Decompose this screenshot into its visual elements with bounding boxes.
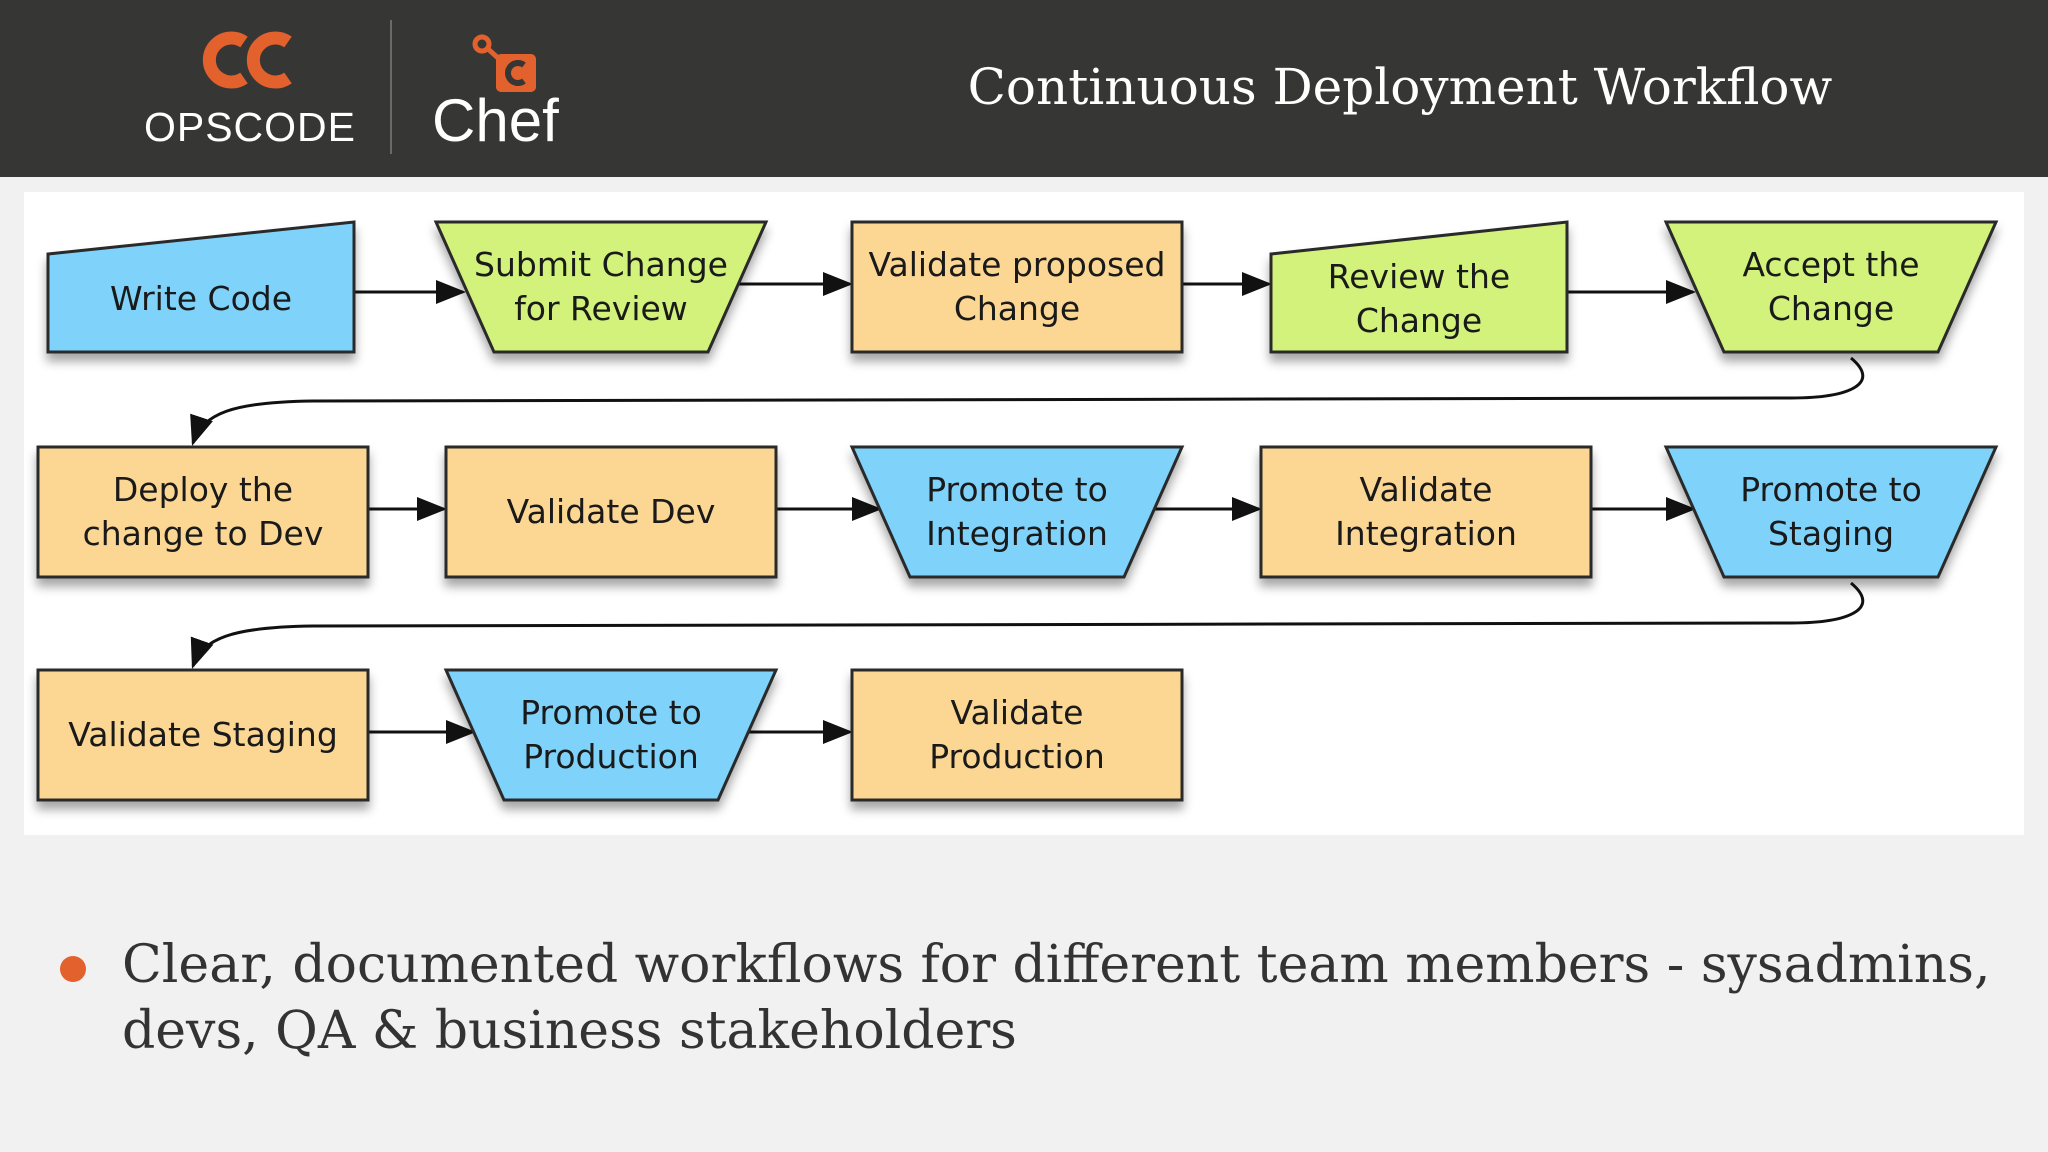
workflow-node-label: Promote to	[520, 693, 702, 732]
workflow-node-label: Write Code	[110, 279, 292, 318]
workflow-node-shape	[1259, 445, 1593, 579]
workflow-node-shape	[1663, 220, 1999, 354]
header-divider	[390, 20, 392, 154]
workflow-node: Validate Staging	[36, 668, 370, 802]
workflow-node-label: Integration	[1335, 514, 1517, 553]
workflow-node: Promote to Production	[443, 668, 779, 802]
opscode-logo-text: OPSCODE	[143, 104, 357, 150]
workflow-node-label: Validate	[951, 693, 1084, 732]
workflow-node-label: Review the	[1328, 257, 1510, 296]
bullet-dot-icon	[60, 956, 86, 982]
workflow-node: Promote to Integration	[849, 445, 1185, 579]
workflow-node-label: Validate Dev	[507, 492, 716, 531]
workflow-node-label: Validate proposed	[868, 245, 1165, 284]
workflow-node-label: change to Dev	[83, 514, 324, 553]
workflow-node-label: Change	[1356, 301, 1482, 340]
workflow-node-label: Submit Change	[474, 245, 728, 284]
workflow-node: Submit Change for Review	[433, 220, 769, 354]
workflow-node-shape	[443, 668, 779, 802]
workflow-node-label: Integration	[926, 514, 1108, 553]
chef-mark-icon	[472, 34, 536, 92]
workflow-node: Write Code	[46, 220, 356, 354]
bullet-item: Clear, documented workflows for differen…	[122, 935, 1991, 1061]
workflow-arrow	[190, 356, 1865, 446]
workflow-node-shape	[850, 668, 1184, 802]
workflow-node-label: Staging	[1768, 514, 1894, 553]
chef-logo-text: Chef	[432, 87, 559, 154]
workflow-node-shape	[444, 445, 778, 579]
workflow-node-label: Promote to	[1740, 470, 1922, 509]
opscode-logo: OPSCODE	[140, 28, 360, 152]
workflow-node-shape	[433, 220, 769, 354]
workflow-node: Validate Dev	[444, 445, 778, 579]
workflow-node: Promote to Staging	[1663, 445, 1999, 579]
opscode-mark-icon	[202, 31, 292, 89]
workflow-node-shape	[850, 220, 1184, 354]
workflow-node-label: for Review	[514, 289, 688, 328]
slide-title: Continuous Deployment Workflow	[967, 58, 1833, 116]
chef-logo: Chef	[428, 28, 598, 154]
workflow-node-label: Production	[523, 737, 699, 776]
workflow-node-label: Accept the	[1742, 245, 1919, 284]
workflow-node-label: Production	[929, 737, 1105, 776]
slide-header: OPSCODE Chef Continuous Deployment Workf…	[0, 0, 2048, 177]
workflow-node-shape	[1269, 220, 1569, 354]
workflow-node-shape	[46, 220, 356, 354]
workflow-node-label: Validate	[1360, 470, 1493, 509]
workflow-node-label: Change	[1768, 289, 1894, 328]
workflow-node-shape	[1663, 445, 1999, 579]
workflow-arrow	[190, 581, 1865, 669]
workflow-node-label: Validate Staging	[68, 715, 338, 754]
workflow-node-label: Promote to	[926, 470, 1108, 509]
workflow-node-shape	[849, 445, 1185, 579]
workflow-node: Deploy the change to Dev	[36, 445, 370, 579]
workflow-node-label: Change	[954, 289, 1080, 328]
workflow-node-label: Deploy the	[113, 470, 293, 509]
workflow-node-shape	[36, 445, 370, 579]
workflow-node-shape	[36, 668, 370, 802]
